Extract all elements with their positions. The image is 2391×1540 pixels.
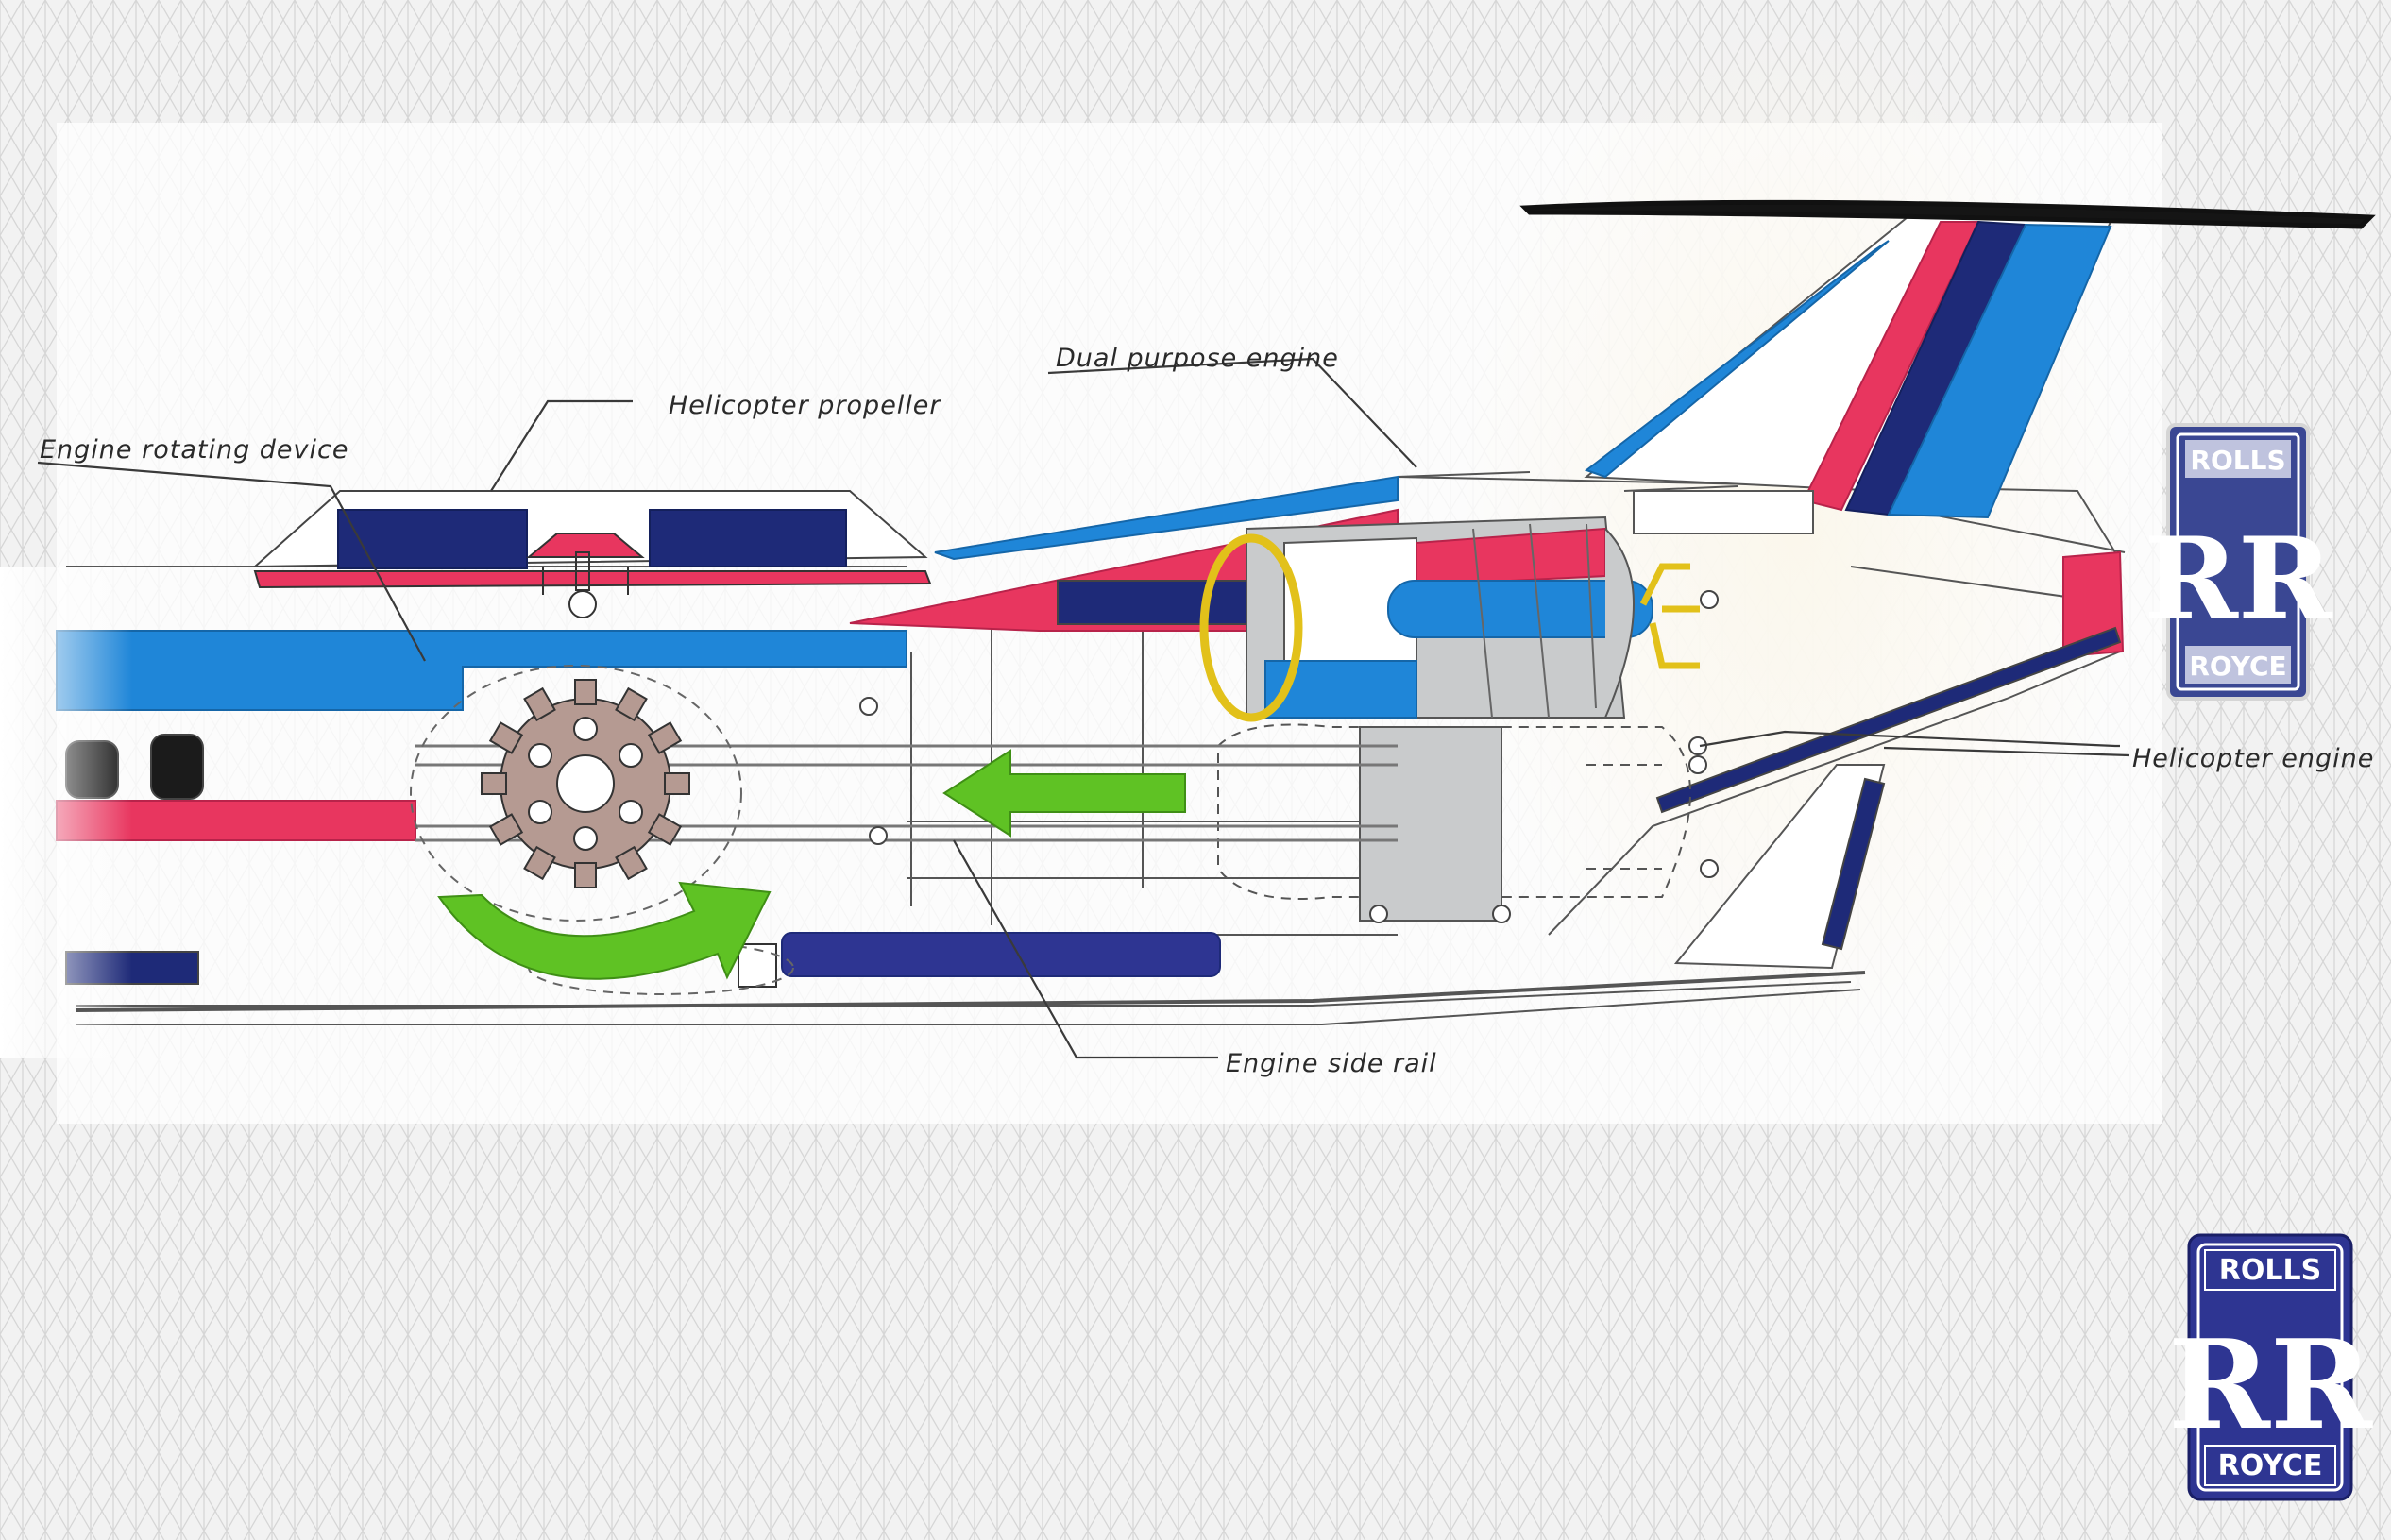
- gear-tooth: [488, 721, 524, 754]
- dual-purpose-engine: [1199, 516, 1653, 722]
- gear-tooth: [574, 862, 597, 888]
- wing-upper-blue: [934, 475, 1399, 561]
- lower-tail-stripe: [1655, 626, 2122, 814]
- bolts: [859, 590, 1719, 923]
- logo-badge-bottom: ROYCE: [2218, 1449, 2323, 1482]
- propeller-hub: [542, 551, 629, 618]
- logo-badge-mark: RR: [2168, 1312, 2373, 1457]
- gear-teeth-group: [481, 679, 690, 888]
- gear-tooth: [481, 772, 507, 795]
- gear-tooth: [523, 845, 556, 881]
- slide-arrow: [942, 749, 1186, 838]
- base-rail: [75, 971, 1866, 1012]
- label-engine-rotating-device: Engine rotating device: [40, 435, 348, 465]
- gear-tooth: [574, 679, 597, 705]
- helicopter-engine: [1217, 723, 1691, 900]
- engine-rotating-device: [410, 665, 794, 995]
- tail-fin: [1519, 199, 2376, 534]
- logo-badge-top: ROLLS: [2219, 1254, 2321, 1287]
- rolls-royce-logo-sketch: ROLLS RR ROYCE: [2144, 423, 2333, 701]
- logo-sketch-top: ROLLS: [2190, 445, 2285, 476]
- rotate-arrow: [437, 881, 772, 980]
- exhaust-bracket: [1639, 563, 1700, 669]
- cargo-rail-navy: [781, 932, 1221, 977]
- label-helicopter-propeller: Helicopter propeller: [669, 391, 941, 420]
- gear-tooth: [664, 772, 690, 795]
- logo-sketch-bottom: ROYCE: [2189, 651, 2286, 682]
- helicopter-engine-casing: [1359, 726, 1502, 922]
- rolls-royce-logo-badge: ROLLS RR ROYCE: [2168, 1233, 2373, 1501]
- propeller-blade-right: [649, 509, 847, 567]
- gear-tooth: [615, 845, 648, 881]
- label-helicopter-engine: Helicopter engine: [2132, 744, 2374, 773]
- gear-tooth: [523, 686, 556, 722]
- aircraft-drawing: [0, 199, 2376, 1058]
- label-dual-purpose-engine: Dual purpose engine: [1056, 344, 1339, 373]
- propeller-housing: [252, 490, 932, 618]
- gear-tooth: [615, 686, 648, 722]
- left-fade: [0, 567, 132, 1058]
- gear-tooth: [647, 721, 683, 754]
- lower-tailplane-navy: [1821, 777, 1886, 951]
- propeller-blade-left: [337, 509, 528, 569]
- logo-sketch-mark: RR: [2144, 513, 2333, 646]
- label-engine-side-rail: Engine side rail: [1226, 1049, 1437, 1078]
- gear-tooth: [488, 813, 524, 846]
- leader-lines: [37, 357, 2130, 1059]
- gear-tooth: [647, 813, 683, 846]
